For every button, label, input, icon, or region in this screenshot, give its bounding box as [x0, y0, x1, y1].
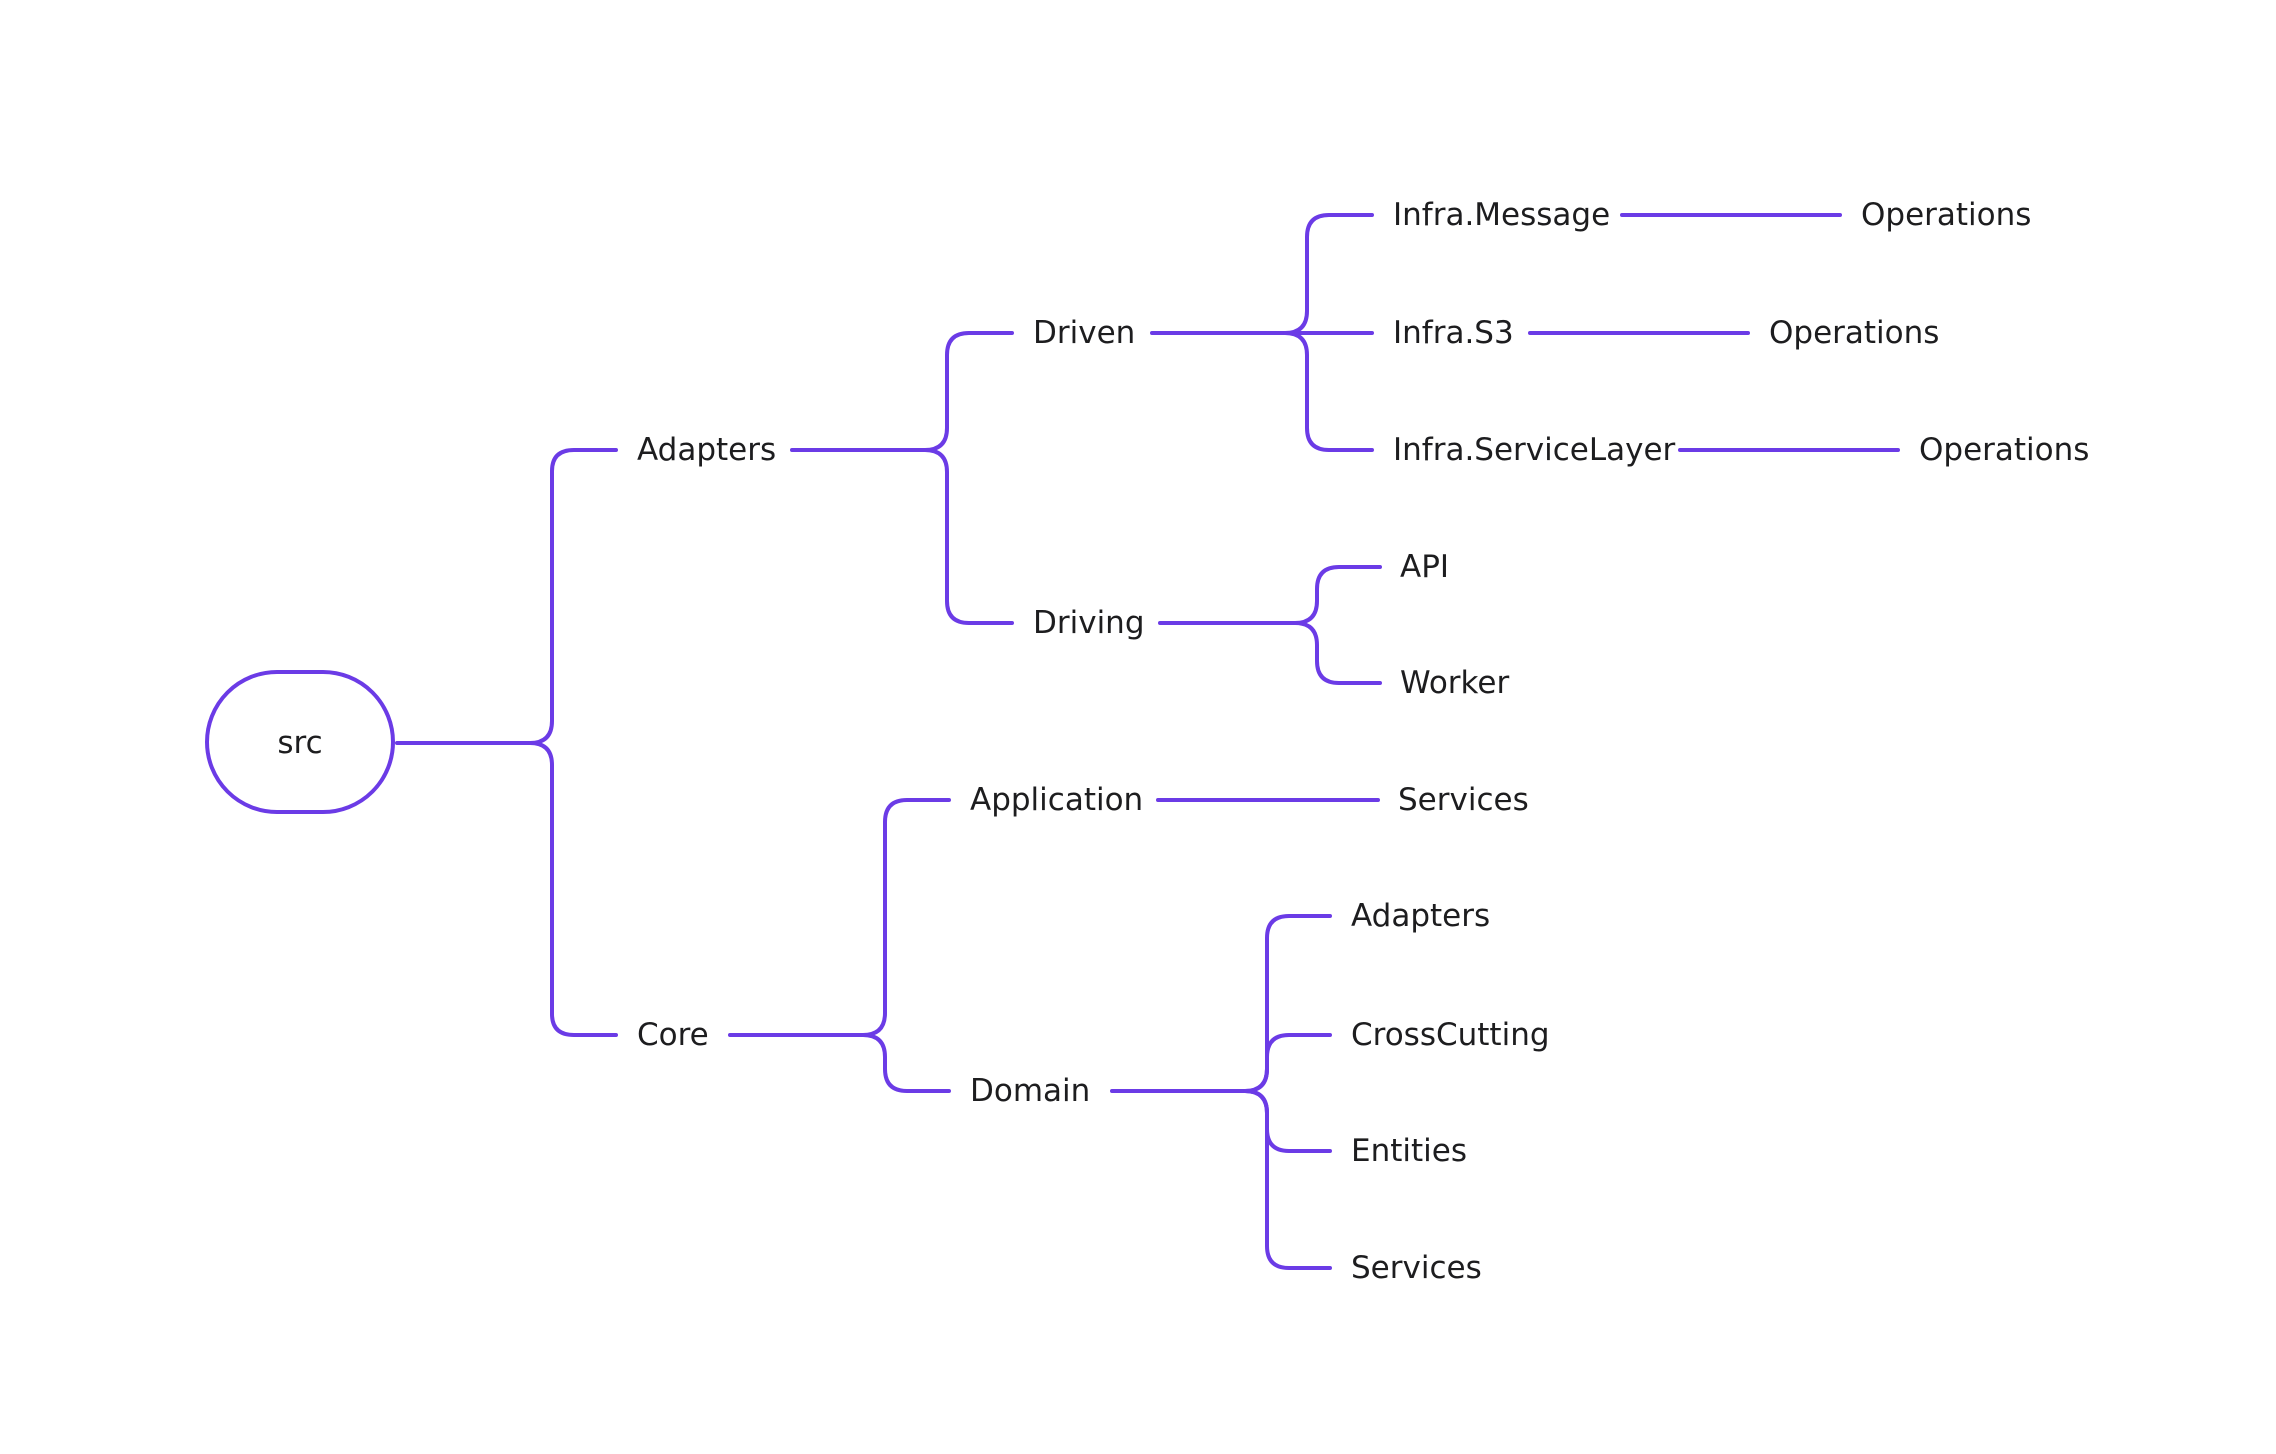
- node-entities[interactable]: Entities: [1351, 1133, 1467, 1169]
- connector-driven-infra-message: [1150, 213, 1374, 335]
- node-infra-message[interactable]: Infra.Message: [1393, 197, 1610, 233]
- connector-domain-crosscutting: [1243, 1033, 1332, 1093]
- connector-domain-services: [1243, 1089, 1332, 1270]
- root-node-outline: [205, 670, 395, 814]
- node-core[interactable]: Core: [637, 1017, 709, 1053]
- node-application[interactable]: Application: [970, 782, 1143, 818]
- connector-domain-entities: [1243, 1089, 1332, 1153]
- root-node-label[interactable]: src: [277, 725, 322, 761]
- connector-driven-infra-servicelayer: [1283, 331, 1374, 452]
- connector-src-core: [528, 741, 618, 1037]
- node-crosscutting[interactable]: CrossCutting: [1351, 1017, 1550, 1053]
- node-operations-s3[interactable]: Operations: [1769, 315, 1939, 351]
- node-application-services[interactable]: Services: [1398, 782, 1529, 818]
- connectors: [395, 213, 1900, 1270]
- node-driving[interactable]: Driving: [1033, 605, 1145, 641]
- node-operations-message[interactable]: Operations: [1861, 197, 2031, 233]
- node-infra-servicelayer[interactable]: Infra.ServiceLayer: [1393, 432, 1676, 468]
- connector-adapters-driven: [790, 331, 1014, 452]
- connector-core-application: [728, 798, 951, 1037]
- node-domain-adapters[interactable]: Adapters: [1351, 898, 1490, 934]
- node-domain-services[interactable]: Services: [1351, 1250, 1482, 1286]
- node-infra-s3[interactable]: Infra.S3: [1393, 315, 1514, 351]
- connector-adapters-driving: [923, 448, 1014, 625]
- node-worker[interactable]: Worker: [1400, 665, 1509, 701]
- connector-core-domain: [861, 1033, 951, 1093]
- connector-src-adapters: [395, 448, 618, 745]
- node-operations-servicelayer[interactable]: Operations: [1919, 432, 2089, 468]
- connector-driving-api: [1158, 565, 1382, 625]
- node-api[interactable]: API: [1400, 549, 1449, 585]
- node-domain[interactable]: Domain: [970, 1073, 1090, 1109]
- connector-driving-worker: [1293, 621, 1382, 685]
- node-adapters[interactable]: Adapters: [637, 432, 776, 468]
- connector-domain-adapters: [1110, 914, 1332, 1093]
- node-driven[interactable]: Driven: [1033, 315, 1135, 351]
